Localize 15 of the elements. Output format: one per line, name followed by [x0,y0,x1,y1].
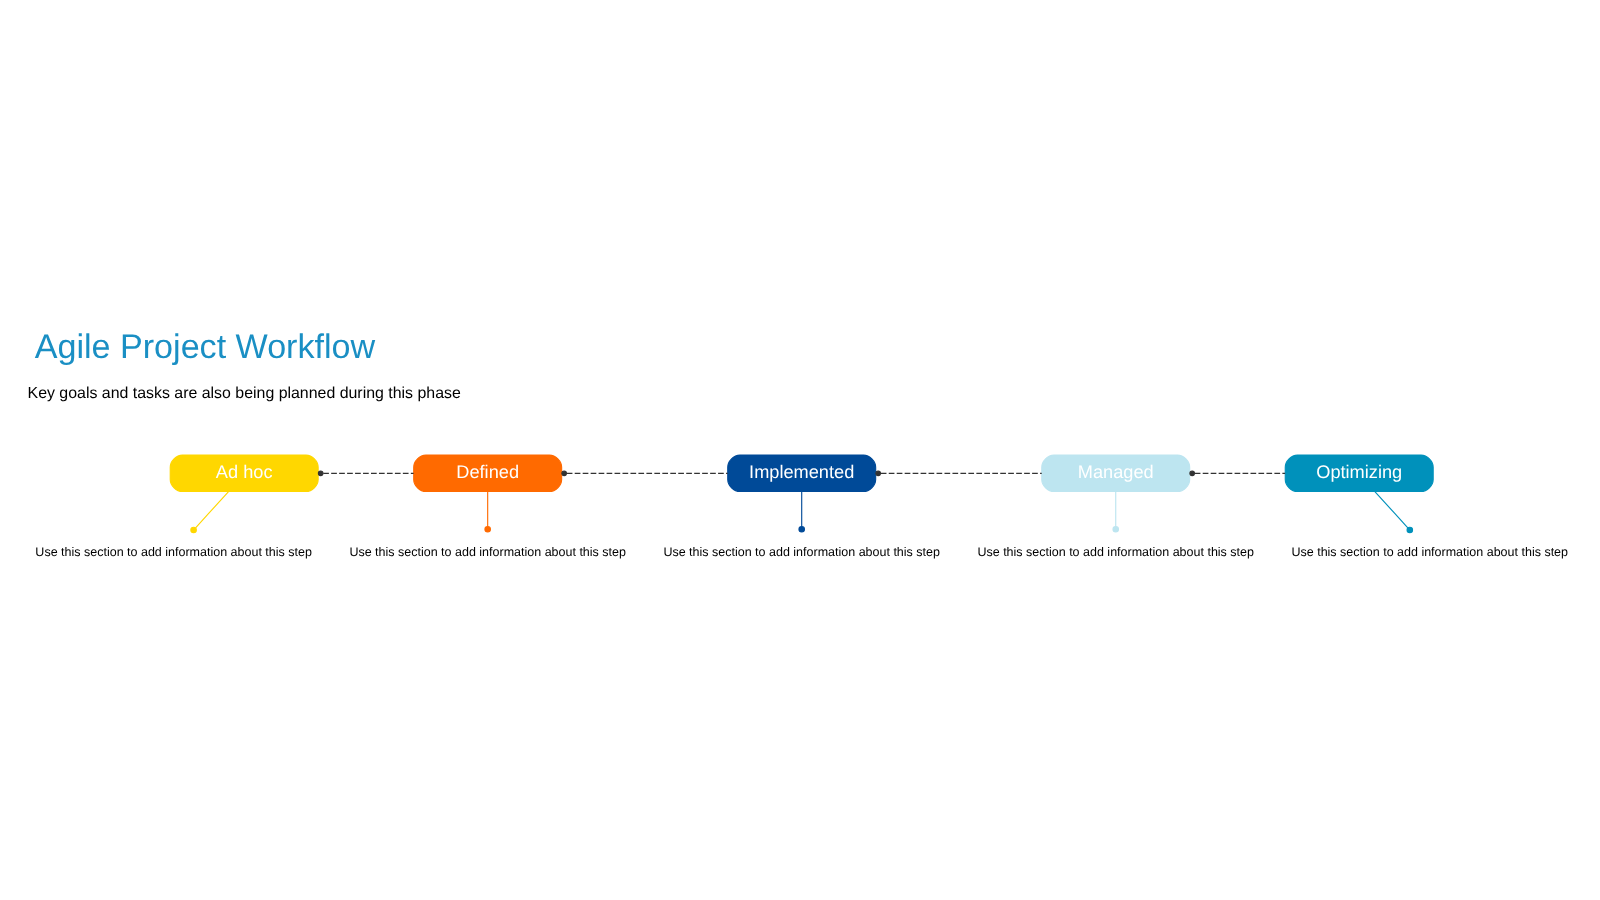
diagram-title: Agile Project Workflow [34,328,376,367]
node-box: Implemented [727,454,877,493]
connector [561,470,729,477]
connector [1374,491,1414,534]
connector [317,470,415,477]
node-box: Optimizing [1284,454,1434,493]
connector [1112,491,1120,533]
connector [798,491,805,533]
connector [875,470,1043,477]
connector [1189,470,1286,477]
node-box: Managed [1041,454,1191,493]
connector [484,491,491,533]
node-box: Defined [413,454,563,493]
node-box: Ad hoc [169,454,319,493]
connector [190,491,230,534]
